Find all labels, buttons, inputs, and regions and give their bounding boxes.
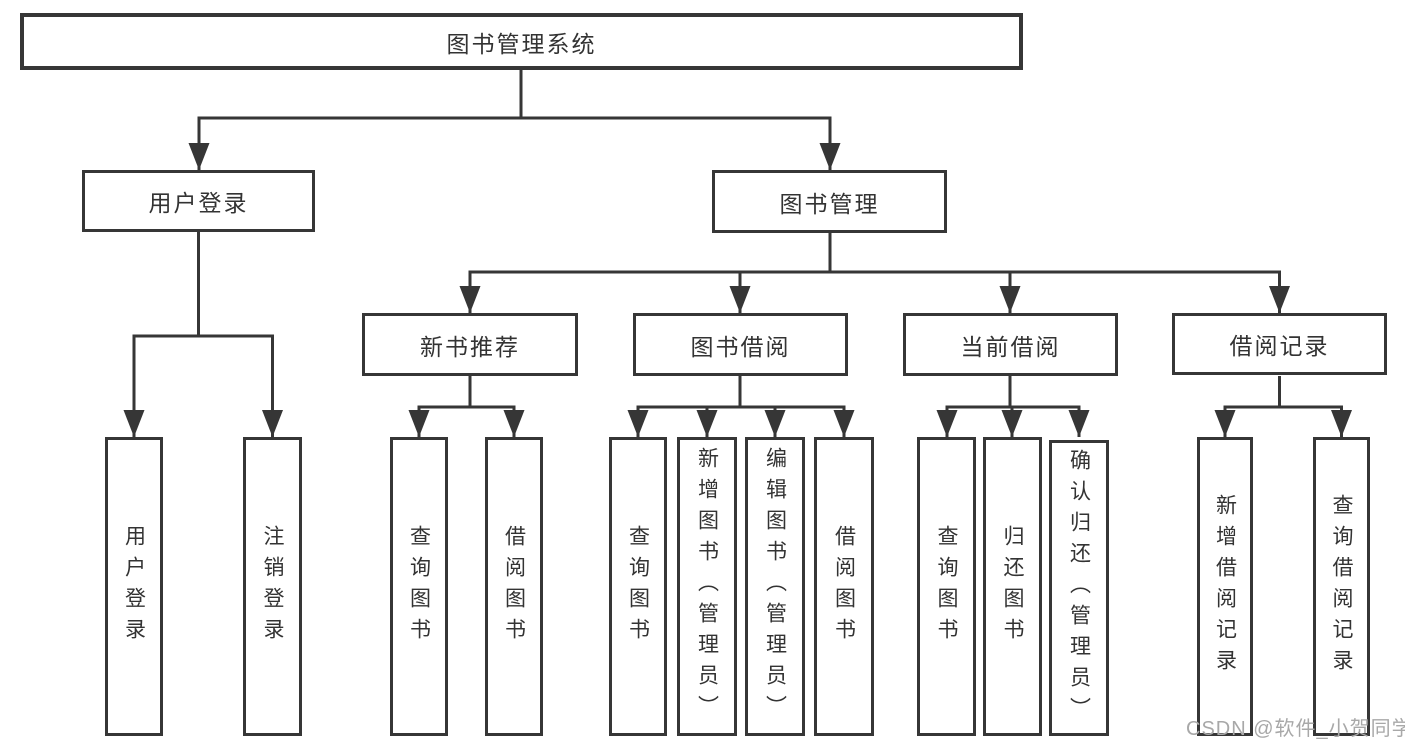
node-label: 当前借阅	[960, 333, 1061, 360]
node-label: 注销登录	[261, 524, 284, 649]
node-label: 借阅记录	[1229, 333, 1330, 359]
node-label: 借阅图书	[502, 524, 526, 649]
node-borrow-records: 借阅记录	[1172, 313, 1387, 375]
node-label: 查询图书	[935, 524, 958, 649]
leaf-confirm-return-admin: 确认归还（管理员）	[1049, 440, 1109, 736]
node-label: 图书借阅	[690, 333, 791, 360]
node-label: 查询图书	[407, 524, 431, 649]
node-label: 用户登录	[122, 524, 146, 649]
node-user-login: 用户登录	[82, 170, 315, 232]
leaf-logout: 注销登录	[243, 437, 302, 736]
node-label: 图书管理	[779, 190, 880, 217]
node-label: 图书管理系统	[446, 30, 597, 57]
leaf-recommend-borrow-books: 借阅图书	[485, 437, 543, 736]
node-label: 新增图书（管理员）	[695, 447, 719, 726]
node-label: 查询借阅记录	[1330, 493, 1353, 680]
leaf-recommend-query-books: 查询图书	[390, 437, 448, 736]
node-label: 查询图书	[626, 524, 650, 649]
leaf-query-borrow-record: 查询借阅记录	[1313, 437, 1370, 736]
leaf-return-books: 归还图书	[983, 437, 1042, 736]
node-label: 借阅图书	[832, 524, 856, 649]
node-system-root: 图书管理系统	[20, 13, 1023, 70]
leaf-borrow-query-books: 查询图书	[609, 437, 667, 736]
leaf-user-login: 用户登录	[105, 437, 163, 736]
node-label: 新书推荐	[420, 333, 520, 360]
node-current-borrow: 当前借阅	[903, 313, 1118, 376]
node-label: 确认归还（管理员）	[1067, 448, 1091, 728]
leaf-edit-books-admin: 编辑图书（管理员）	[745, 437, 805, 736]
node-new-book-recommend: 新书推荐	[362, 313, 578, 376]
leaf-add-borrow-record: 新增借阅记录	[1197, 437, 1253, 736]
leaf-add-books-admin: 新增图书（管理员）	[677, 437, 737, 736]
node-book-management: 图书管理	[712, 170, 947, 233]
leaf-current-query-books: 查询图书	[917, 437, 976, 736]
node-book-borrow: 图书借阅	[633, 313, 848, 376]
node-label: 用户登录	[148, 190, 249, 216]
leaf-borrow-books: 借阅图书	[814, 437, 874, 736]
node-label: 新增借阅记录	[1213, 493, 1237, 680]
csdn-watermark: CSDN @软件_小贺同学	[1186, 718, 1405, 740]
node-label: 归还图书	[1001, 524, 1024, 649]
node-label: 编辑图书（管理员）	[763, 447, 787, 726]
